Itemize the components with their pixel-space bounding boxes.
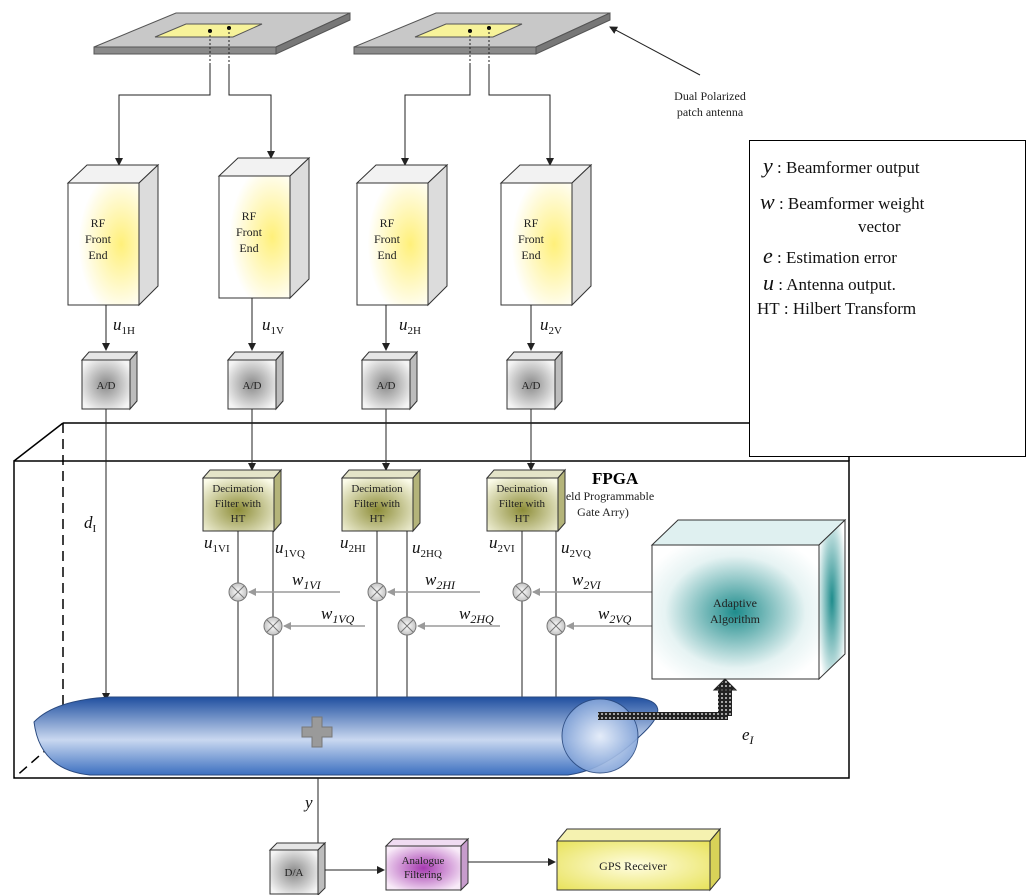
svg-text:Algorithm: Algorithm bbox=[710, 612, 761, 626]
svg-text:Front: Front bbox=[518, 232, 545, 246]
legend-item-w-cont: vector bbox=[858, 217, 901, 236]
svg-text:End: End bbox=[521, 248, 540, 262]
svg-text:Front: Front bbox=[236, 225, 263, 239]
multiplier-1 bbox=[228, 582, 248, 602]
label-u2V: u2V bbox=[540, 315, 562, 337]
svg-text:RF: RF bbox=[91, 216, 106, 230]
legend-item-ht: HT : Hilbert Transform bbox=[757, 299, 917, 318]
multiplier-5 bbox=[512, 582, 532, 602]
legend-box: y : Beamformer output w : Beamformer wei… bbox=[749, 140, 1026, 457]
legend-item-u: u : Antenna output. bbox=[763, 270, 896, 295]
multipliers bbox=[228, 582, 566, 636]
svg-text:Filter with: Filter with bbox=[354, 498, 401, 510]
svg-text:End: End bbox=[88, 248, 107, 262]
legend-item-w: w : Beamformer weight bbox=[760, 189, 925, 214]
ad-converter-3: A/D bbox=[360, 350, 419, 411]
ad-converter-1: A/D bbox=[80, 350, 139, 411]
svg-text:HT: HT bbox=[515, 513, 530, 525]
multiplier-6 bbox=[546, 616, 566, 636]
multiplier-2 bbox=[263, 616, 283, 636]
label-w2HQ: w2HQ bbox=[459, 604, 494, 626]
legend-item-e: e : Estimation error bbox=[763, 243, 897, 268]
antenna-left bbox=[93, 12, 351, 64]
label-y: y bbox=[303, 793, 313, 812]
svg-text:A/D: A/D bbox=[243, 380, 262, 392]
analogue-filtering-block: Analogue Filtering bbox=[384, 837, 470, 892]
svg-text:Filter with: Filter with bbox=[499, 498, 546, 510]
antenna-pointer-arrow bbox=[609, 26, 701, 76]
antenna-feed-lines bbox=[115, 64, 554, 166]
label-w2VI: w2VI bbox=[572, 570, 602, 592]
rf-to-ad-lines bbox=[102, 298, 535, 351]
antenna-label-line2: patch antenna bbox=[677, 105, 744, 119]
ad-to-decimation-lines bbox=[102, 409, 535, 701]
svg-text:Decimation: Decimation bbox=[212, 483, 264, 495]
svg-text:Decimation: Decimation bbox=[351, 483, 403, 495]
fpga-subtitle-2: Gate Arry) bbox=[577, 505, 629, 519]
svg-text:Filtering: Filtering bbox=[404, 869, 442, 881]
multiplier-4 bbox=[397, 616, 417, 636]
svg-text:End: End bbox=[239, 241, 258, 255]
ad-converter-4: A/D bbox=[505, 350, 564, 411]
label-u1VQ: u1VQ bbox=[275, 538, 305, 560]
error-feedback-arrow bbox=[598, 678, 738, 720]
svg-text:GPS Receiver: GPS Receiver bbox=[599, 859, 667, 873]
rf-front-end-1: RF Front End bbox=[66, 163, 160, 307]
svg-text:End: End bbox=[377, 248, 396, 262]
legend-item-y: y : Beamformer output bbox=[763, 153, 920, 178]
fpga-title: FPGA bbox=[592, 469, 639, 488]
decimation-filter-1: Decimation Filter with HT bbox=[201, 468, 283, 533]
label-eI: eI bbox=[742, 725, 755, 747]
label-u2HI: u2HI bbox=[340, 533, 366, 555]
label-dI: dI bbox=[84, 513, 97, 535]
svg-text:D/A: D/A bbox=[285, 867, 304, 879]
svg-text:A/D: A/D bbox=[97, 380, 116, 392]
rf-front-end-2: RF Front End bbox=[217, 156, 311, 300]
label-u2VQ: u2VQ bbox=[561, 538, 591, 560]
svg-text:Analogue: Analogue bbox=[402, 855, 445, 867]
decimation-filter-2: Decimation Filter with HT bbox=[340, 468, 422, 533]
label-u2HQ: u2HQ bbox=[412, 538, 442, 560]
svg-text:Decimation: Decimation bbox=[496, 483, 548, 495]
plus-icon bbox=[301, 716, 333, 748]
svg-text:Filter with: Filter with bbox=[215, 498, 262, 510]
label-u1H: u1H bbox=[113, 315, 135, 337]
label-u2H: u2H bbox=[399, 315, 421, 337]
weight-lines bbox=[248, 588, 652, 630]
label-u1V: u1V bbox=[262, 315, 284, 337]
svg-text:HT: HT bbox=[231, 513, 246, 525]
rf-front-end-3: RF Front End bbox=[355, 163, 449, 307]
fpga-subtitle-1: (Field Programmable bbox=[552, 489, 654, 503]
gps-receiver-block: GPS Receiver bbox=[555, 827, 722, 892]
rf-front-end-4: RF Front End bbox=[499, 163, 593, 307]
svg-text:Front: Front bbox=[374, 232, 401, 246]
decimation-filter-3: Decimation Filter with HT bbox=[485, 468, 567, 533]
svg-text:RF: RF bbox=[380, 216, 395, 230]
antenna-label-line1: Dual Polarized bbox=[674, 89, 746, 103]
summer-block bbox=[33, 696, 659, 776]
svg-text:A/D: A/D bbox=[522, 380, 541, 392]
label-u1VI: u1VI bbox=[204, 533, 230, 555]
svg-text:RF: RF bbox=[524, 216, 539, 230]
label-w1VI: w1VI bbox=[292, 570, 322, 592]
svg-text:Front: Front bbox=[85, 232, 112, 246]
svg-text:RF: RF bbox=[242, 209, 257, 223]
antenna-right bbox=[353, 12, 611, 64]
adaptive-algorithm-block: Adaptive Algorithm bbox=[650, 518, 847, 681]
fpga-box bbox=[13, 422, 850, 779]
svg-text:A/D: A/D bbox=[377, 380, 396, 392]
label-w2HI: w2HI bbox=[425, 570, 456, 592]
multiplier-signal-lines bbox=[234, 531, 560, 706]
svg-text:Adaptive: Adaptive bbox=[713, 596, 757, 610]
ad-converter-2: A/D bbox=[226, 350, 285, 411]
svg-text:HT: HT bbox=[370, 513, 385, 525]
multiplier-3 bbox=[367, 582, 387, 602]
label-w2VQ: w2VQ bbox=[598, 604, 632, 626]
da-converter: D/A bbox=[268, 841, 327, 895]
label-u2VI: u2VI bbox=[489, 533, 515, 555]
label-w1VQ: w1VQ bbox=[321, 604, 355, 626]
